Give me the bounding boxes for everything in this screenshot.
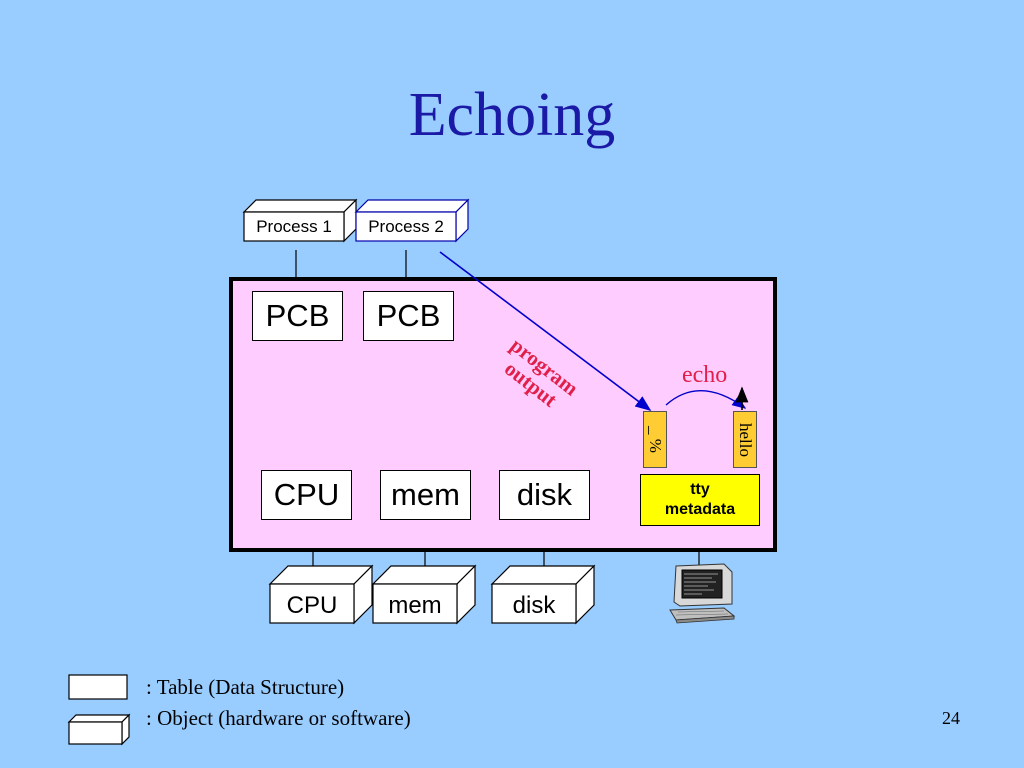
legend-object-text: : Object (hardware or software) — [146, 706, 411, 730]
input-buffer-text: _ % — [646, 426, 665, 453]
legend-table-text: : Table (Data Structure) — [146, 675, 345, 699]
output-buffer-text: hello — [736, 422, 755, 457]
process-1-label: Process 1 — [256, 216, 332, 236]
process-2-object — [354, 198, 470, 243]
legend-table-icon — [68, 674, 128, 700]
cpu-table: CPU — [261, 470, 352, 520]
terminal-computer-icon — [669, 563, 736, 624]
output-buffer: hello — [733, 411, 757, 468]
pcb-table-1: PCB — [252, 291, 343, 341]
page-number: 24 — [942, 708, 960, 728]
tty-metadata-table: tty metadata — [640, 474, 760, 526]
mem-table: mem — [380, 470, 471, 520]
slide-title: Echoing — [408, 81, 616, 149]
tty-line-1: tty — [690, 481, 710, 498]
process-2-label: Process 2 — [368, 216, 444, 236]
echo-label: echo — [682, 362, 728, 388]
mem-hardware-label: mem — [388, 592, 442, 619]
disk-table: disk — [499, 470, 590, 520]
process-1-object — [242, 198, 358, 243]
tty-line-2: metadata — [664, 501, 736, 518]
program-output-arrow — [439, 251, 652, 411]
pcb-table-2: PCB — [363, 291, 454, 341]
disk-hardware-label: disk — [512, 592, 556, 619]
disk-hardware-object — [490, 564, 596, 625]
echo-arrow — [665, 390, 747, 409]
mem-hardware-object — [371, 564, 477, 625]
legend-object-icon — [67, 713, 131, 746]
cpu-hardware-label: CPU — [286, 592, 338, 619]
cpu-hardware-object — [268, 564, 374, 625]
input-buffer: _ % — [643, 411, 667, 468]
